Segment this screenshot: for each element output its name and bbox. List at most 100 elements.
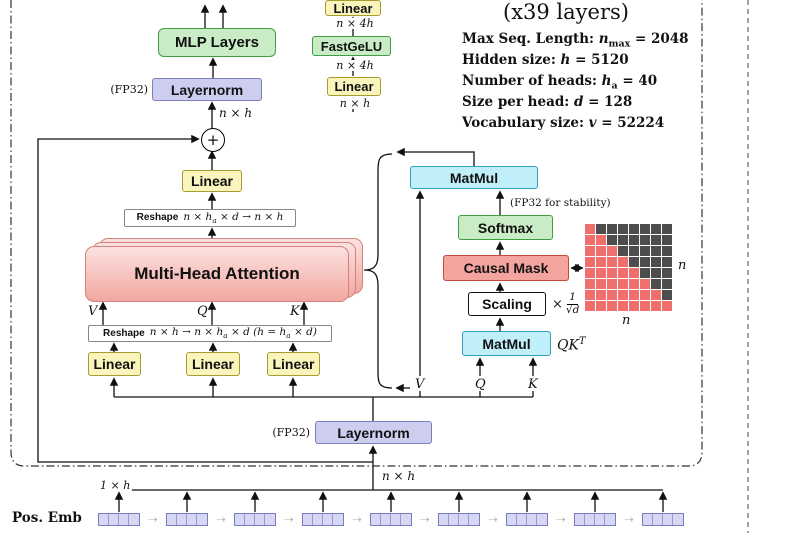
residual-add-node: + [201, 128, 225, 152]
attn-q-label: Q [475, 377, 486, 392]
embedding-cell [507, 514, 517, 525]
mask-cell [618, 301, 628, 311]
reshape-bottom-keyword: Reshape [103, 327, 145, 339]
mask-cell [629, 224, 639, 234]
mask-cell [662, 246, 672, 256]
embedding-strip [234, 513, 276, 526]
mask-cell [629, 257, 639, 267]
mask-cell [640, 279, 650, 289]
embedding-cell [391, 514, 401, 525]
embedding-cell [673, 514, 683, 525]
mask-cell [596, 301, 606, 311]
embedding-cell [245, 514, 255, 525]
embedding-cell [371, 514, 381, 525]
reshape-bottom-math: n × h → n × ha × d (h = ha × d) [149, 326, 317, 341]
embedding-cell [129, 514, 139, 525]
mlp-linear-mid-box: Linear [327, 77, 381, 96]
mask-cell [662, 279, 672, 289]
softmax-box: Softmax [458, 215, 553, 240]
fp32-top-note: (FP32) [110, 83, 148, 96]
embedding-cell [167, 514, 177, 525]
mha-box: Multi-Head Attention [85, 246, 349, 302]
embedding-cell [255, 514, 265, 525]
mask-cell [640, 268, 650, 278]
mask-cell [629, 301, 639, 311]
q-linear-label: Linear [191, 356, 234, 372]
embedding-cell [109, 514, 119, 525]
mask-cell [640, 224, 650, 234]
embedding-cell [653, 514, 663, 525]
layers-count-title: (x39 layers) [503, 0, 629, 24]
embedding-cell [177, 514, 187, 525]
mask-cell [596, 279, 606, 289]
embedding-cell [595, 514, 605, 525]
mlp-linear-mid-label: Linear [334, 79, 374, 94]
concat-arrow-icon: ⇢ [488, 513, 498, 526]
mask-cell [629, 268, 639, 278]
mask-cell [662, 224, 672, 234]
mask-cell [607, 268, 617, 278]
pos-emb-label: Pos. Emb [12, 510, 82, 526]
concat-arrow-icon: ⇢ [556, 513, 566, 526]
mlp-linear-top-label: Linear [333, 0, 373, 16]
output-linear-box: Linear [182, 170, 242, 192]
scaling-box: Scaling [468, 292, 546, 316]
spec-head-size: Size per head: d = 128 [462, 94, 633, 110]
embedding-cell [459, 514, 469, 525]
fp32-stability-note: (FP32 for stability) [508, 197, 613, 209]
mask-cell [585, 301, 595, 311]
causal-mask-grid [585, 224, 672, 311]
embedding-cell [643, 514, 653, 525]
embedding-cell [381, 514, 391, 525]
layernorm-bottom-box: Layernorm [315, 421, 432, 444]
embedding-strip [574, 513, 616, 526]
mask-cell [596, 268, 606, 278]
matmul-top-label: MatMul [449, 169, 499, 186]
layernorm-top-box: Layernorm [152, 78, 262, 101]
mask-cell [596, 224, 606, 234]
embedding-strip [438, 513, 480, 526]
mask-cell [607, 290, 617, 300]
mask-cell [618, 235, 628, 245]
layernorm-bottom-label: Layernorm [337, 424, 410, 441]
attn-v-label: V [415, 377, 425, 392]
mask-cell [662, 235, 672, 245]
mask-cell [640, 235, 650, 245]
mask-cell [640, 290, 650, 300]
mask-cell [596, 290, 606, 300]
embedding-cell [605, 514, 615, 525]
reshape-bottom-box: Reshape n × h → n × ha × d (h = ha × d) [88, 325, 332, 342]
embedding-cell [449, 514, 459, 525]
embedding-cell [575, 514, 585, 525]
embedding-cell [333, 514, 343, 525]
embedding-cell [197, 514, 207, 525]
mask-cell [596, 246, 606, 256]
k-linear-box: Linear [267, 352, 320, 376]
mask-cell [651, 290, 661, 300]
embedding-cell [313, 514, 323, 525]
mask-cell [651, 268, 661, 278]
spec-vocab-size: Vocabulary size: v = 52224 [462, 115, 665, 131]
embedding-cell [537, 514, 547, 525]
mask-cell [629, 290, 639, 300]
mask-cell [618, 224, 628, 234]
spec-hidden-size: Hidden size: h = 5120 [462, 52, 629, 68]
dim-nh-top: n × h [219, 106, 253, 120]
mha-k-label: K [290, 304, 300, 319]
attn-k-label: K [528, 377, 538, 392]
embedding-cell [517, 514, 527, 525]
mask-cell [629, 246, 639, 256]
mask-cell [662, 268, 672, 278]
spec-max-seq: Max Seq. Length: nmax = 2048 [462, 31, 689, 50]
layernorm-top-label: Layernorm [170, 81, 244, 98]
fastgelu-label: FastGeLU [320, 38, 383, 54]
embedding-strip [370, 513, 412, 526]
mask-cell [651, 235, 661, 245]
dim-nh-bottom: n × h [380, 469, 418, 483]
v-linear-label: Linear [93, 356, 136, 372]
embedding-cell [235, 514, 245, 525]
embedding-cell [119, 514, 129, 525]
embedding-strip [506, 513, 548, 526]
mask-cell [651, 257, 661, 267]
